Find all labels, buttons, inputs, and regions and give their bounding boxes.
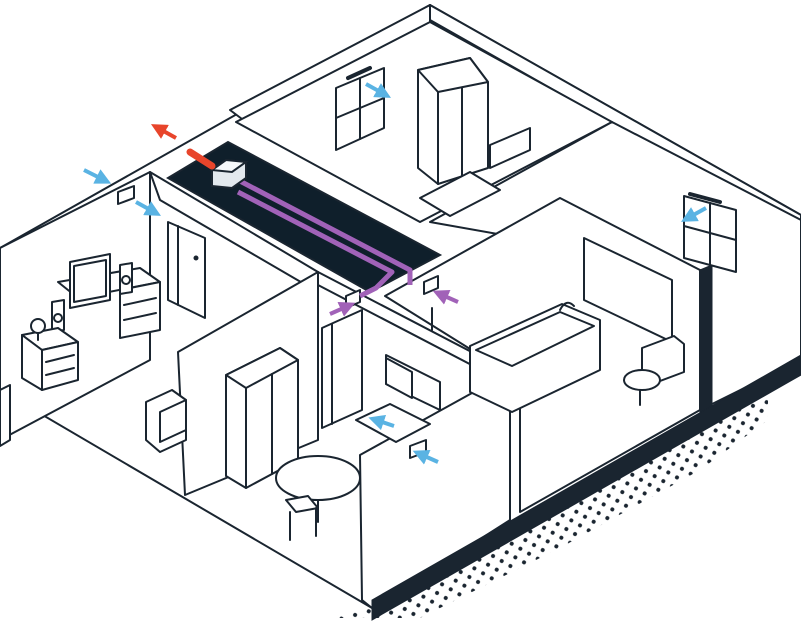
- bench-back-bedroom: [419, 127, 531, 217]
- speaker-right: [119, 262, 133, 295]
- exhaust-arrow: [151, 124, 177, 140]
- wall-vent-bathroom: [423, 275, 439, 295]
- lamp: [30, 318, 46, 341]
- wall-outer-right-edge: [371, 354, 801, 621]
- hvac-unit: [209, 158, 249, 190]
- wall-left-front-edge: [0, 384, 11, 447]
- wall-vent-left-bedroom: [117, 185, 135, 205]
- round-table: [275, 455, 361, 523]
- armchair: [145, 389, 187, 453]
- kitchen-cabinets: [355, 354, 441, 443]
- door-dining: [321, 309, 363, 429]
- chair-dining: [285, 495, 319, 541]
- wall-bathroom-front-edge: [699, 264, 713, 417]
- dresser-left-bedroom: [21, 327, 79, 391]
- toilet: [623, 335, 685, 406]
- bathtub: [469, 301, 601, 413]
- monitor: [69, 253, 111, 309]
- wardrobe-back-bedroom: [417, 57, 489, 185]
- fresh-air-arrows: [83, 82, 707, 465]
- supply-ducts: [236, 177, 413, 299]
- door-left-bedroom: [167, 221, 206, 319]
- exhaust-duct: [186, 148, 216, 170]
- supply-arrows: [329, 289, 459, 317]
- speaker-left: [51, 299, 65, 333]
